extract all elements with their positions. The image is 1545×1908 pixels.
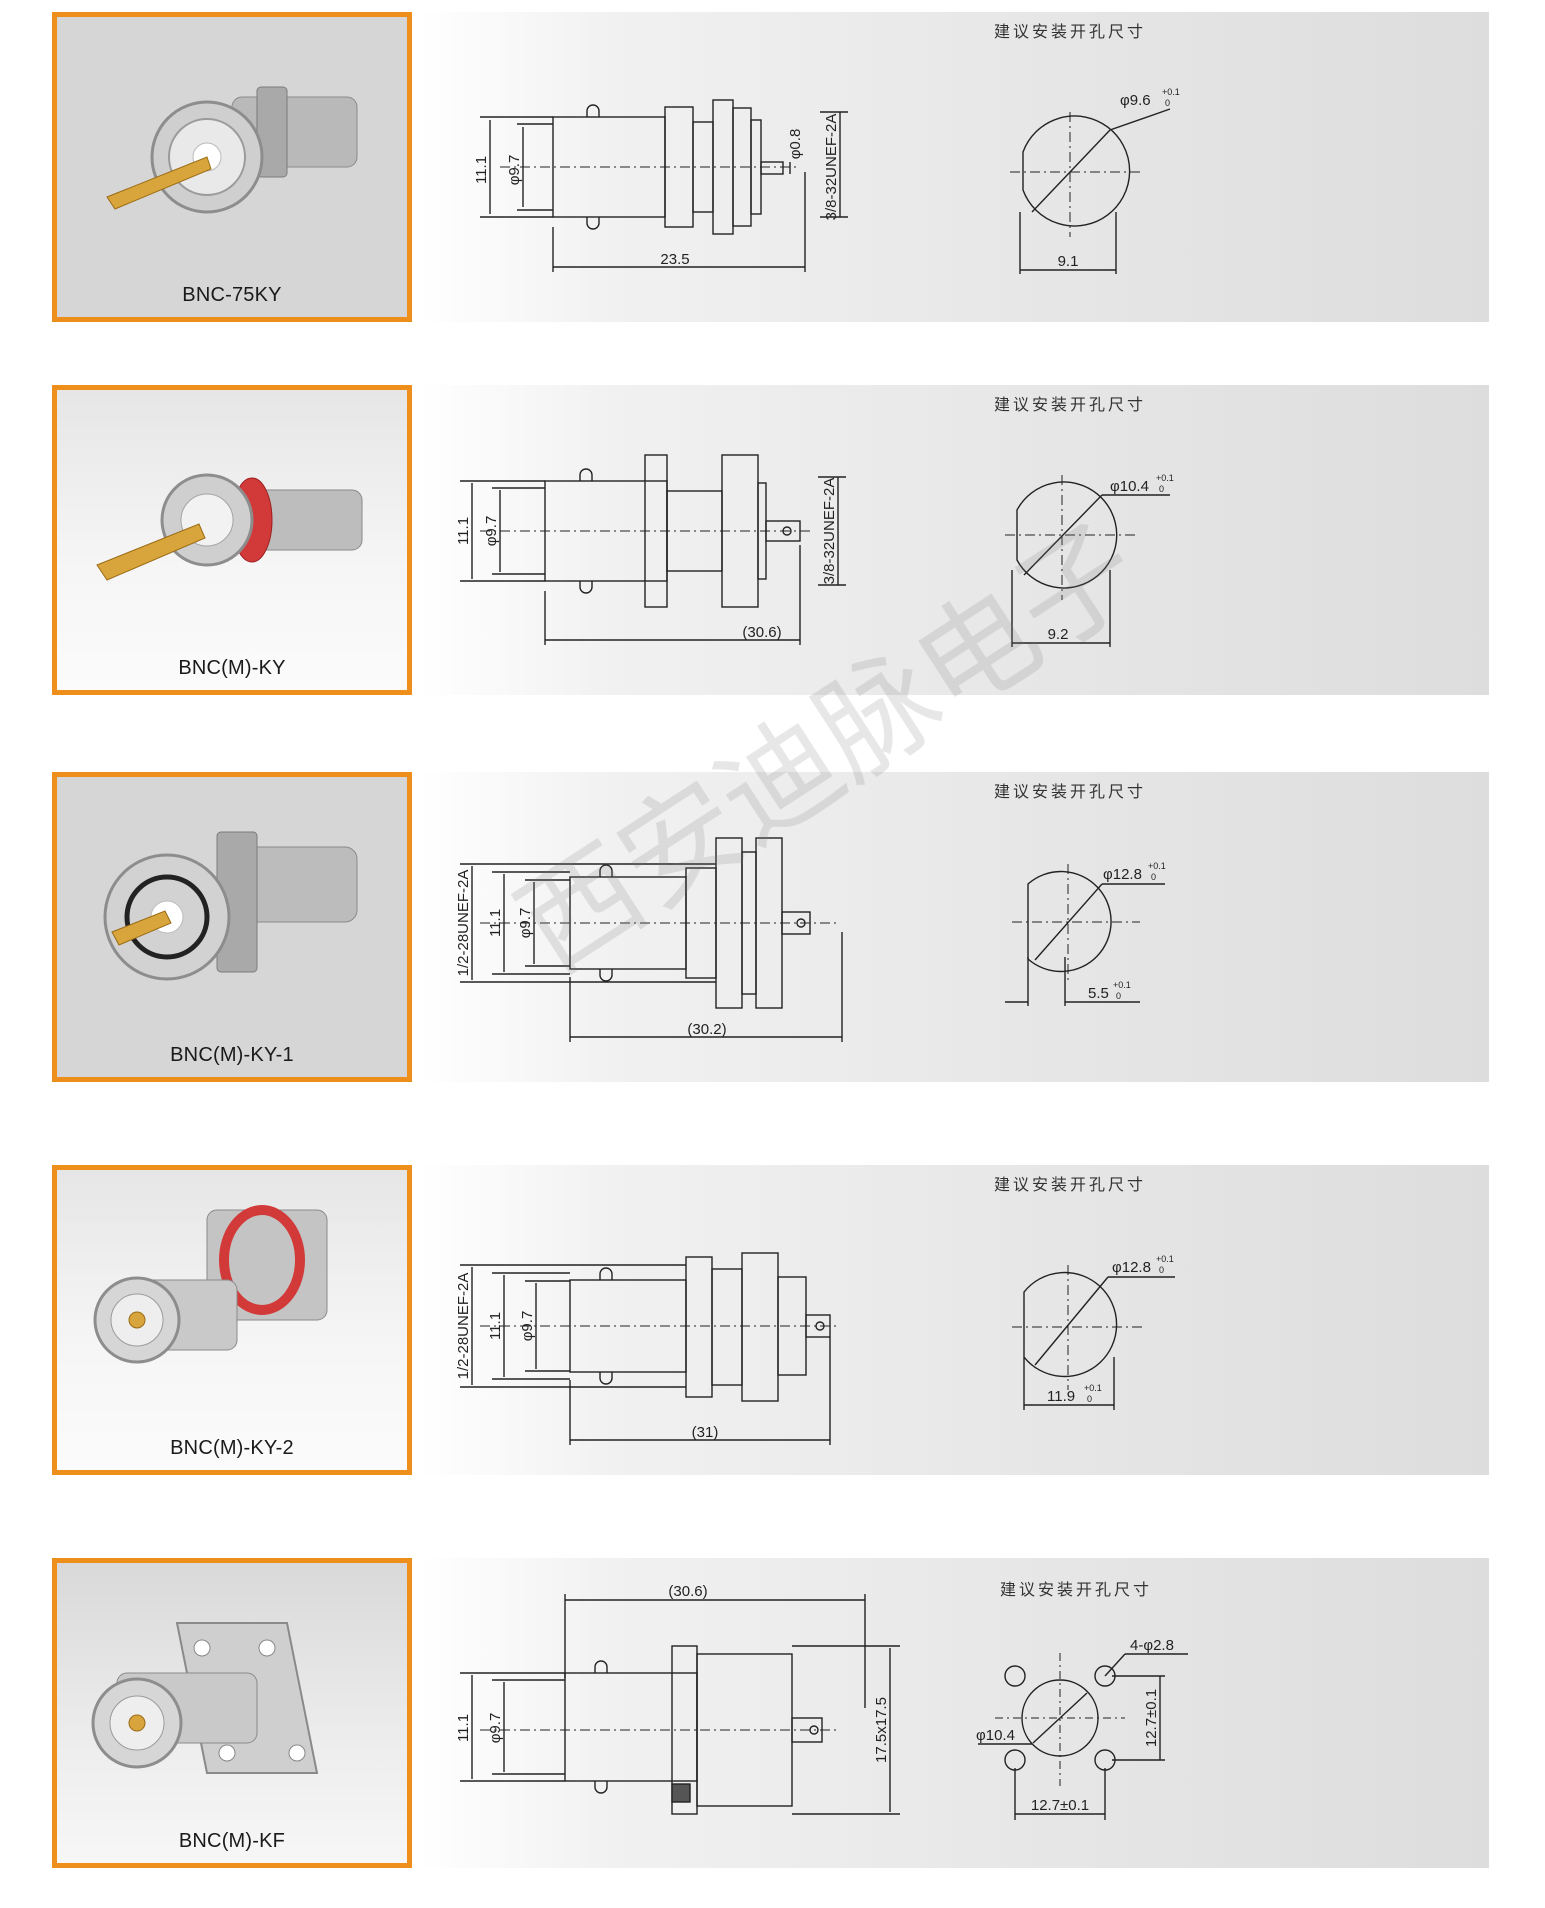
model-label: BNC(M)-KY-2 (170, 1437, 294, 1459)
pitch-v-dim: 12.7±0.1 (1143, 1689, 1160, 1747)
product-photo-2: BNC(M)-KY (52, 385, 412, 695)
inner-dia-dim: φ9.7 (483, 516, 500, 547)
outer-dia-dim: 11.1 (487, 909, 504, 937)
hole-tol-up: +0.1 (1156, 473, 1174, 483)
mounting-hole-note: 建议安装开孔尺寸 (994, 784, 1147, 801)
outer-dia-dim: 11.1 (455, 1714, 472, 1742)
drawing-panel-5: 建议安装开孔尺寸 (30.6) 11.1 (420, 1558, 1489, 1868)
thread-dim: 3/8-32UNEF-2A (823, 114, 840, 221)
length-dim: (30.2) (687, 1021, 726, 1038)
hole-tol-lo: 0 (1165, 98, 1170, 108)
technical-drawing: 23.5 11.1 φ9.7 φ0.8 3/8-32UNEF-2A φ9.6 +… (473, 87, 1180, 274)
flat-tol-lo: 0 (1116, 991, 1121, 1001)
product-photo-5: BNC(M)-KF (52, 1558, 412, 1868)
length-dim: (31) (692, 1424, 719, 1441)
product-photo-4: BNC(M)-KY-2 (52, 1165, 412, 1475)
inner-dia-dim: φ9.7 (519, 1311, 536, 1342)
connector-photo-icon (93, 1205, 328, 1364)
product-photo-1: BNC-75KY (52, 12, 412, 322)
technical-drawing: (30.6) 11.1 φ9.7 3/8-32UNEF-2A φ10.4 +0.… (455, 454, 1174, 647)
inner-dia-dim: φ9.7 (487, 1713, 504, 1744)
inner-dia-dim: φ9.7 (517, 908, 534, 939)
model-label: BNC(M)-KY (178, 657, 286, 679)
hole-dia-dim: φ9.6 (1120, 92, 1151, 109)
connector-photo-icon (106, 86, 358, 214)
connector-photo-icon (96, 473, 363, 581)
hole-tol-up: +0.1 (1162, 87, 1180, 97)
mounting-hole-note: 建议安装开孔尺寸 (994, 397, 1147, 414)
hole-tol-up: +0.1 (1156, 1254, 1174, 1264)
hole-tol-lo: 0 (1159, 484, 1164, 494)
product-photo-3: BNC(M)-KY-1 (52, 772, 412, 1082)
hole-tol-lo: 0 (1159, 1265, 1164, 1275)
length-dim: (30.6) (668, 1583, 707, 1600)
hole-flat-dim: 9.1 (1058, 253, 1079, 270)
connector-photo-icon (103, 831, 358, 981)
hole-tol-up: +0.1 (1148, 861, 1166, 871)
model-label: BNC-75KY (182, 284, 282, 306)
thread-dim: 1/2-28UNEF-2A (455, 870, 472, 977)
outer-dia-dim: 11.1 (455, 517, 472, 545)
thread-dim: 3/8-32UNEF-2A (821, 478, 838, 585)
flat-tol-up: +0.1 (1113, 980, 1131, 990)
mounting-hole-note: 建议安装开孔尺寸 (994, 24, 1147, 41)
holes-dim: 4-φ2.8 (1130, 1637, 1174, 1654)
mounting-hole-note: 建议安装开孔尺寸 (994, 1177, 1147, 1194)
hole-tol-lo: 0 (1151, 872, 1156, 882)
drawing-panel-2: 建议安装开孔尺寸 (30.6) (420, 385, 1489, 695)
hole-flat-dim: 9.2 (1048, 626, 1069, 643)
hole-dia-dim: φ12.8 (1112, 1259, 1151, 1276)
technical-drawing: (30.6) 11.1 φ9.7 17.5x17.5 4-φ2.8 φ10.4 … (455, 1583, 1188, 1820)
hole-dia-dim: φ10.4 (976, 1727, 1015, 1744)
flat-tol-lo: 0 (1087, 1394, 1092, 1404)
technical-drawing: (30.2) 1/2-28UNEF-2A 11.1 φ9.7 φ12.8 +0.… (455, 837, 1166, 1042)
inner-dia-dim: φ9.7 (506, 155, 523, 186)
drawing-panel-1: 建议安装开孔尺寸 23.5 (420, 12, 1489, 322)
length-dim: 23.5 (660, 251, 689, 268)
drawing-panel-4: 建议安装开孔尺寸 (31) 1/ (420, 1165, 1489, 1475)
mounting-hole-note: 建议安装开孔尺寸 (1000, 1582, 1153, 1599)
length-dim: (30.6) (742, 624, 781, 641)
hole-dia-dim: φ10.4 (1110, 478, 1149, 495)
pin-dia-dim: φ0.8 (787, 129, 804, 160)
model-label: BNC(M)-KY-1 (170, 1044, 294, 1066)
connector-photo-icon (91, 1622, 319, 1774)
pitch-h-dim: 12.7±0.1 (1031, 1797, 1089, 1814)
technical-drawing: (31) 1/2-28UNEF-2A 11.1 φ9.7 φ12.8 +0.1 … (455, 1252, 1175, 1445)
hole-flat-dim: 5.5 (1088, 985, 1109, 1002)
flat-tol-up: +0.1 (1084, 1383, 1102, 1393)
drawing-panel-3: 建议安装开孔尺寸 (30.2) (420, 772, 1489, 1082)
model-label: BNC(M)-KF (178, 1830, 286, 1852)
outer-dia-dim: 11.1 (487, 1312, 504, 1340)
thread-dim: 1/2-28UNEF-2A (455, 1273, 472, 1380)
hole-flat-dim: 11.9 (1047, 1388, 1075, 1405)
outer-dia-dim: 11.1 (473, 156, 490, 184)
flange-dim: 17.5x17.5 (873, 1697, 890, 1763)
hole-dia-dim: φ12.8 (1103, 866, 1142, 883)
